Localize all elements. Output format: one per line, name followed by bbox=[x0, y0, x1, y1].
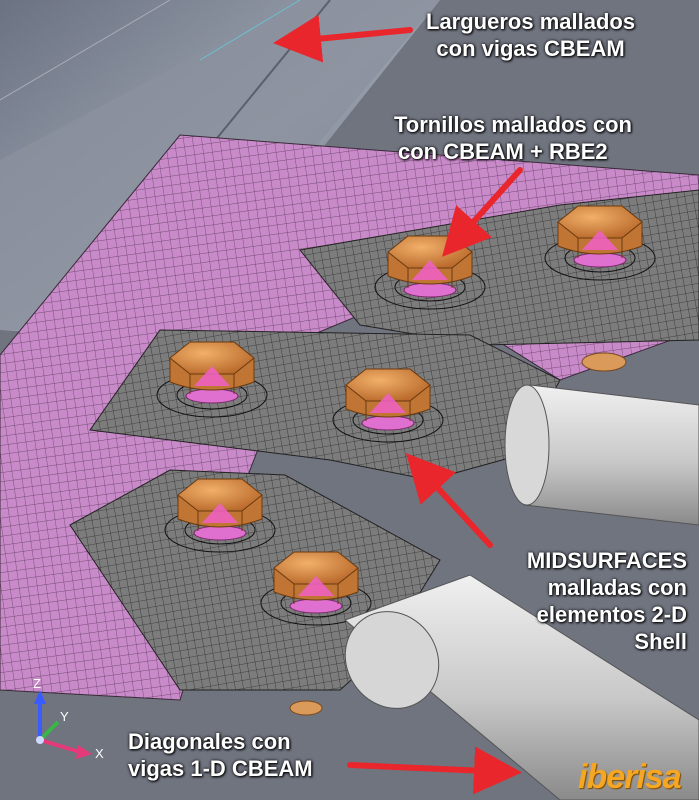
label-diagonales-line1: Diagonales con bbox=[128, 729, 291, 754]
label-tornillos-line1: Tornillos mallados con bbox=[394, 112, 632, 137]
label-largueros-line2: con vigas CBEAM bbox=[436, 36, 625, 61]
label-tornillos-line2: con CBEAM + RBE2 bbox=[398, 139, 608, 164]
arrow-tornillos bbox=[441, 167, 523, 257]
bolts bbox=[169, 205, 643, 614]
axis-x-label: X bbox=[95, 746, 104, 761]
axis-triad bbox=[34, 690, 92, 759]
label-diagonales-line2: vigas 1-D CBEAM bbox=[128, 756, 313, 781]
label-midsurfaces: MIDSURFACES malladas con elementos 2-D S… bbox=[527, 547, 687, 655]
arrow-largueros bbox=[273, 14, 413, 63]
label-diagonales: Diagonales con vigas 1-D CBEAM bbox=[128, 728, 313, 782]
axis-y-label: Y bbox=[60, 709, 69, 724]
iberisa-logo: iberisa bbox=[578, 758, 682, 796]
diagonal-tube-lower bbox=[344, 574, 699, 800]
bolt-4 bbox=[345, 368, 431, 431]
label-midsurfaces-line2: malladas con bbox=[547, 575, 687, 600]
bolt-6 bbox=[273, 551, 359, 614]
arrow-diagonales bbox=[347, 746, 522, 795]
label-tornillos: Tornillos mallados con con CBEAM + RBE2 bbox=[394, 111, 632, 165]
bolt-3 bbox=[169, 341, 255, 404]
diagonal-tube-upper bbox=[504, 384, 699, 526]
axis-z-label: Z bbox=[33, 676, 41, 691]
label-largueros: Largueros mallados con vigas CBEAM bbox=[426, 8, 635, 62]
bolt-5 bbox=[177, 478, 263, 541]
arrow-midsurfaces bbox=[405, 453, 493, 548]
label-midsurfaces-line1: MIDSURFACES bbox=[526, 548, 687, 573]
label-midsurfaces-line3: elementos 2-D bbox=[536, 602, 687, 627]
bolt-2 bbox=[557, 205, 643, 268]
label-midsurfaces-line4: Shell bbox=[634, 629, 687, 654]
label-largueros-line1: Largueros mallados bbox=[426, 9, 636, 34]
